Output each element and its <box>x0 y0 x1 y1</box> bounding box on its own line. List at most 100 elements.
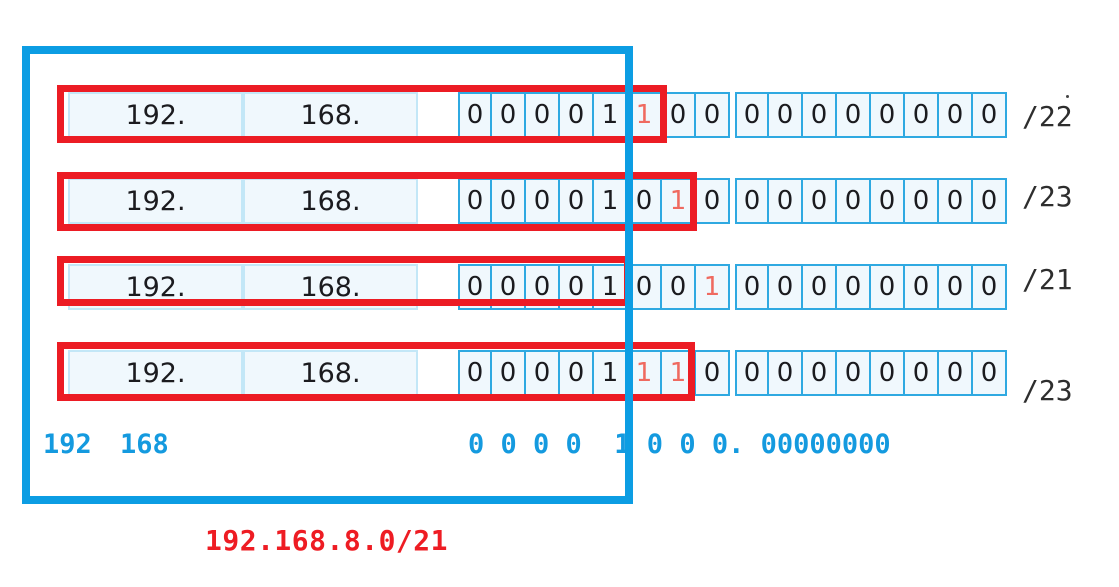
octet1-cell: 192. <box>68 350 243 396</box>
bit-cell: 0 <box>458 350 492 396</box>
bit-cell: 0 <box>526 264 560 310</box>
bit-cell: 0 <box>735 350 769 396</box>
expanded-octet2: 168 <box>120 429 169 460</box>
bit-cell: 0 <box>837 92 871 138</box>
bit-cell: 0 <box>939 350 973 396</box>
octet2-cell: 168. <box>243 350 418 396</box>
bit-cell: 0 <box>492 178 526 224</box>
bit-cell: 0 <box>871 178 905 224</box>
bit-cell: 0 <box>735 92 769 138</box>
bit-cell: 0 <box>803 264 837 310</box>
cidr-label: /21 <box>1022 263 1073 296</box>
bit-cell: 0 <box>696 92 730 138</box>
bit-cell: 1 <box>628 92 662 138</box>
octet1-label: 192. <box>125 99 186 131</box>
bit-cell: 0 <box>696 350 730 396</box>
bit-cell: 1 <box>594 350 628 396</box>
octet1-cell: 192. <box>68 92 243 138</box>
bit-cell: 0 <box>837 350 871 396</box>
bit-cell: 0 <box>492 350 526 396</box>
bit-cell: 0 <box>905 178 939 224</box>
bit-cell: 0 <box>628 264 662 310</box>
bit-cell: 0 <box>769 350 803 396</box>
bit-cell: 0 <box>973 92 1007 138</box>
bit-cell: 0 <box>803 350 837 396</box>
bit-cell: 0 <box>973 178 1007 224</box>
bit-cell: 1 <box>662 178 696 224</box>
octet1-cell: 192. <box>68 178 243 224</box>
octet1-label: 192. <box>125 357 186 389</box>
bit-cell: 0 <box>837 178 871 224</box>
octet1-label: 192. <box>125 185 186 217</box>
bit-cell: 0 <box>526 350 560 396</box>
bit-cell: 1 <box>594 264 628 310</box>
bit-cell: 0 <box>628 178 662 224</box>
bit-cell: 0 <box>560 178 594 224</box>
bit-cell: 0 <box>560 92 594 138</box>
bit-cell: 0 <box>905 350 939 396</box>
octet2-label: 168. <box>300 357 361 389</box>
bit-cell: 0 <box>803 178 837 224</box>
bit-cell: 0 <box>803 92 837 138</box>
bit-cell: 0 <box>735 178 769 224</box>
bit-cell: 0 <box>696 178 730 224</box>
octet2-cell: 168. <box>243 178 418 224</box>
bit-cell: 0 <box>458 178 492 224</box>
bit-cell: 0 <box>662 264 696 310</box>
bit-cell: 0 <box>769 92 803 138</box>
bit-cell: 0 <box>662 92 696 138</box>
bit-cell: 0 <box>458 264 492 310</box>
octet2-cell: 168. <box>243 92 418 138</box>
bit-cell: 0 <box>905 264 939 310</box>
summary-address-label: 192.168.8.0/21 <box>205 524 449 557</box>
cidr-label: /22 <box>1022 100 1073 133</box>
bit-cell: 0 <box>526 92 560 138</box>
bit-cell: 0 <box>939 178 973 224</box>
bit-cell: 0 <box>769 264 803 310</box>
bit-cell: 0 <box>458 92 492 138</box>
expanded-binary-octets: 0 0 0 0 1 0 0 0. 00000000 <box>468 429 891 460</box>
bit-cell: 0 <box>735 264 769 310</box>
bit-cell: 0 <box>939 264 973 310</box>
octet1-label: 192. <box>125 271 186 303</box>
bit-cell: 0 <box>871 350 905 396</box>
cidr-label: /23 <box>1022 180 1073 213</box>
cidr-label: /23 <box>1022 374 1073 407</box>
bit-cell: 1 <box>594 178 628 224</box>
bit-cell: 1 <box>594 92 628 138</box>
bit-cell: 0 <box>560 264 594 310</box>
bit-cell: 0 <box>560 350 594 396</box>
octet1-cell: 192. <box>68 264 243 310</box>
bit-cell: 1 <box>696 264 730 310</box>
octet2-label: 168. <box>300 99 361 131</box>
octet2-label: 168. <box>300 185 361 217</box>
octet2-label: 168. <box>300 271 361 303</box>
bit-cell: 1 <box>628 350 662 396</box>
dot-mark <box>1066 95 1069 98</box>
bit-cell: 0 <box>492 92 526 138</box>
bit-cell: 0 <box>526 178 560 224</box>
bit-cell: 0 <box>973 264 1007 310</box>
bit-cell: 0 <box>939 92 973 138</box>
bit-cell: 0 <box>871 92 905 138</box>
bit-cell: 0 <box>905 92 939 138</box>
bit-cell: 0 <box>492 264 526 310</box>
bit-cell: 0 <box>871 264 905 310</box>
bit-cell: 0 <box>837 264 871 310</box>
expanded-octet1: 192 <box>43 429 92 460</box>
bit-cell: 0 <box>769 178 803 224</box>
octet2-cell: 168. <box>243 264 418 310</box>
